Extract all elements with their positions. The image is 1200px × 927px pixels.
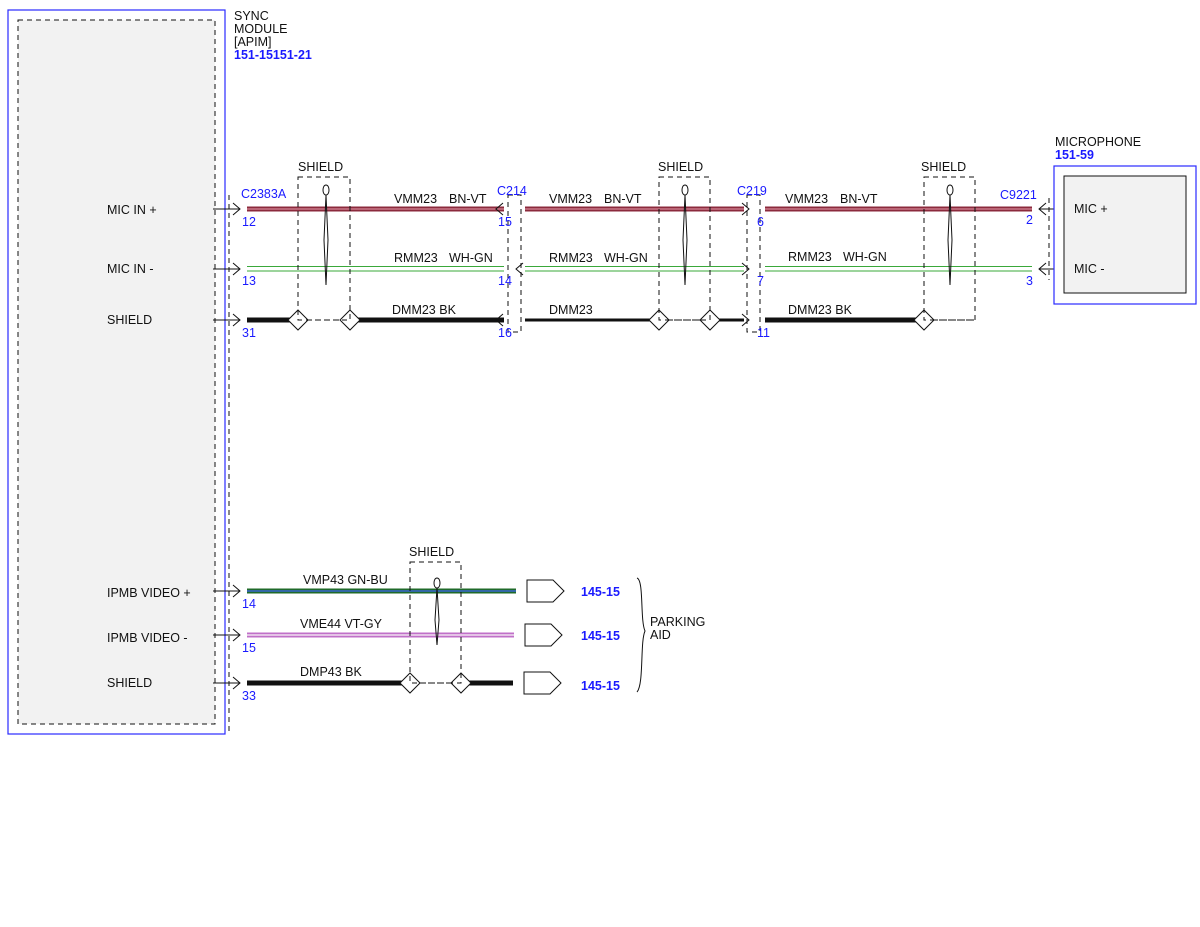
pin-label-ipmb-video-minus: IPMB VIDEO - xyxy=(107,631,188,645)
pin-number: 15 xyxy=(242,641,256,655)
parking-aid-label-1: PARKING xyxy=(650,615,705,629)
wire-label-vme44: VME44 VT-GY xyxy=(300,617,383,631)
shield-label-2: SHIELD xyxy=(658,160,703,174)
wire-label-dmp43: DMP43 BK xyxy=(300,665,362,679)
wire-color-wh-gn-3: WH-GN xyxy=(843,250,887,264)
pin-number: 14 xyxy=(242,597,256,611)
wire-label-vmm23-1: VMM23 xyxy=(394,192,437,206)
pin-label-mic-minus: MIC - xyxy=(1074,262,1105,276)
shield-label-4: SHIELD xyxy=(409,545,454,559)
connector-c214-label: C214 xyxy=(497,184,527,198)
connector-c219-label: C219 xyxy=(737,184,767,198)
pin-label-ipmb-video-plus: IPMB VIDEO + xyxy=(107,586,191,600)
pin-number: 2 xyxy=(1026,213,1033,227)
pin-number: 3 xyxy=(1026,274,1033,288)
pin-label-shield: SHIELD xyxy=(107,313,152,327)
pin-number: 11 xyxy=(757,326,770,340)
wire-label-dmm23: DMM23 xyxy=(549,303,593,317)
wire-label-dmm23-bk-1: DMM23 BK xyxy=(392,303,457,317)
connector-c9221-label: C9221 xyxy=(1000,188,1037,202)
wire-dmm23-drain xyxy=(247,309,975,331)
wire-label-vmm23-3: VMM23 xyxy=(785,192,828,206)
pin-number: 16 xyxy=(498,326,512,340)
parking-aid-ref-1: 145-15 xyxy=(581,585,620,599)
pin-number: 14 xyxy=(498,274,512,288)
microphone: MICROPHONE 151-59 MIC + MIC - xyxy=(1053,135,1197,305)
parking-aid-ref-2: 145-15 xyxy=(581,629,620,643)
shield-2: SHIELD xyxy=(658,160,711,321)
pin-number: 15 xyxy=(498,215,512,229)
sync-module-title-1: SYNC xyxy=(234,9,269,23)
wire-label-vmm23-2: VMM23 xyxy=(549,192,592,206)
pin-stubs xyxy=(213,202,241,690)
parking-aid-ref-3: 145-15 xyxy=(581,679,620,693)
shield-1: SHIELD xyxy=(297,160,351,321)
pin-number: 33 xyxy=(242,689,256,703)
wire-color-bn-vt-1: BN-VT xyxy=(449,192,487,206)
microphone-ref: 151-59 xyxy=(1055,148,1094,162)
pin-label-mic-in-minus: MIC IN - xyxy=(107,262,154,276)
wire-rmm23-wh-gn xyxy=(247,266,1032,272)
connector-c219: C219 6 7 11 xyxy=(737,184,770,340)
shield-3: SHIELD xyxy=(921,160,976,321)
shield-label-1: SHIELD xyxy=(298,160,343,174)
pin-number: 12 xyxy=(242,215,256,229)
wire-color-wh-gn-1: WH-GN xyxy=(449,251,493,265)
wire-color-bn-vt-3: BN-VT xyxy=(840,192,878,206)
sync-module-inner xyxy=(17,19,216,725)
parking-aid-label-2: AID xyxy=(650,628,671,642)
pin-number: 7 xyxy=(757,274,764,288)
sync-module-title-2: MODULE xyxy=(234,22,287,36)
pin-label-mic-plus: MIC + xyxy=(1074,202,1108,216)
pin-number: 31 xyxy=(242,326,256,340)
sync-module-title-3: [APIM] xyxy=(234,35,272,49)
pin-number: 6 xyxy=(757,215,764,229)
wire-label-rmm23-1: RMM23 xyxy=(394,251,438,265)
connector-c214: C214 15 14 16 xyxy=(495,184,527,340)
pin-label-mic-in-plus: MIC IN + xyxy=(107,203,157,217)
pin-label-shield-2: SHIELD xyxy=(107,676,152,690)
shield-4: SHIELD xyxy=(409,545,462,684)
connector-c9221: C9221 2 3 xyxy=(1000,188,1064,288)
offpage-connectors: 145-15 145-15 145-15 PARKING AID xyxy=(523,577,705,695)
shield-label-3: SHIELD xyxy=(921,160,966,174)
wire-label-vmp43: VMP43 GN-BU xyxy=(303,573,388,587)
sync-module: SYNC MODULE [APIM] 151-15151-21 MIC IN +… xyxy=(7,9,312,735)
wire-label-dmm23-bk-2: DMM23 BK xyxy=(788,303,853,317)
connector-c2383a-label: C2383A xyxy=(241,187,287,201)
wire-color-bn-vt-2: BN-VT xyxy=(604,192,642,206)
pin-number: 13 xyxy=(242,274,256,288)
sync-module-ref: 151-15151-21 xyxy=(234,48,312,62)
wire-color-wh-gn-2: WH-GN xyxy=(604,251,648,265)
wire-label-rmm23-2: RMM23 xyxy=(549,251,593,265)
wire-dmp43-drain xyxy=(247,672,513,694)
wire-label-rmm23-3: RMM23 xyxy=(788,250,832,264)
microphone-title: MICROPHONE xyxy=(1055,135,1141,149)
